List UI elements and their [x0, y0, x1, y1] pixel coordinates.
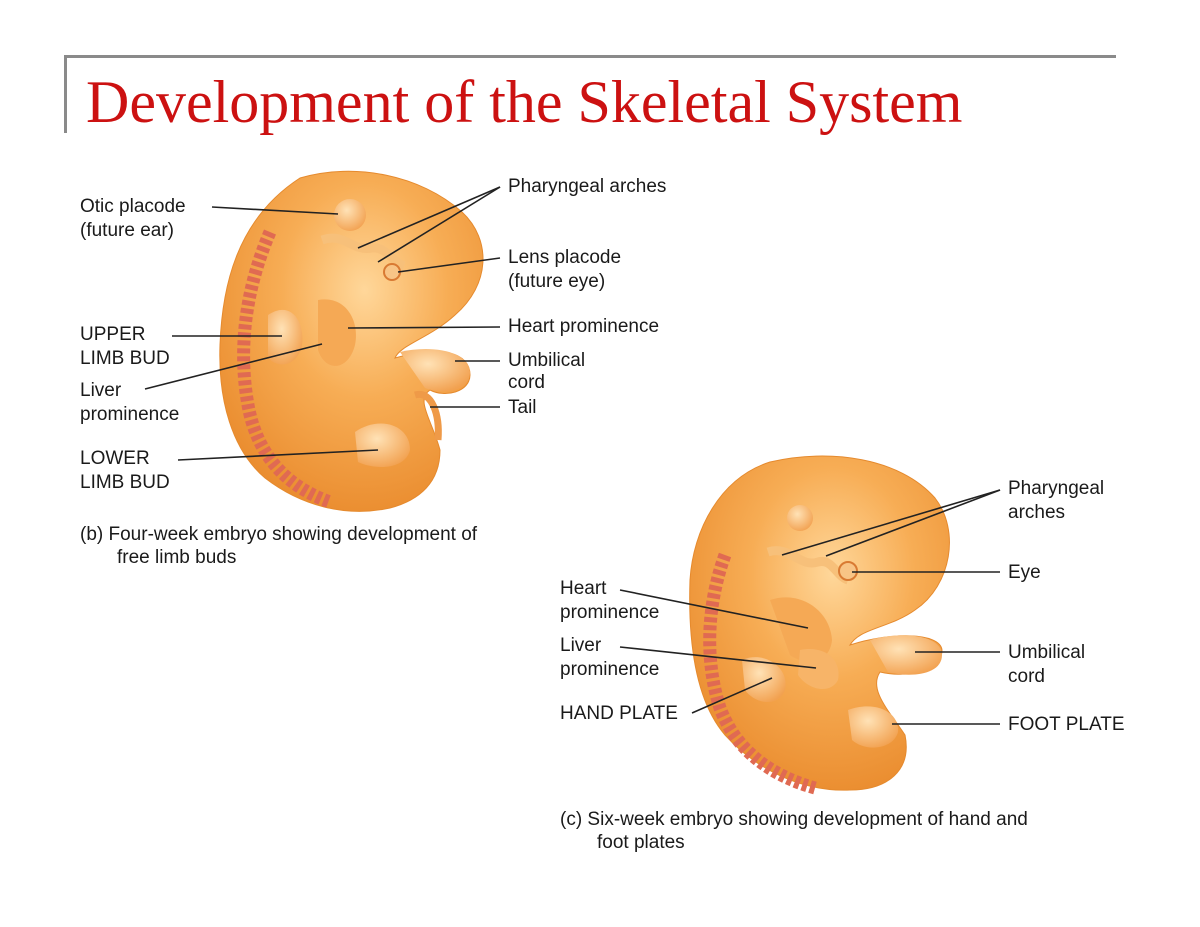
label-hand-plate: HAND PLATE: [560, 703, 678, 724]
umbilical-cord-shape: [400, 349, 470, 392]
label-liver-prominence-6wk: Liver prominence: [560, 634, 659, 682]
pharyngeal-arches-shape: [320, 233, 406, 271]
four-week-somites: [237, 229, 333, 509]
label-foot-plate: FOOT PLATE: [1008, 714, 1125, 735]
label-otic-placode-line1: Otic placode: [80, 196, 186, 217]
caption-six-week-line2: foot plates: [597, 832, 685, 853]
label-liver-prominence-6wk-line1: Liver: [560, 635, 602, 656]
label-umbilical-cord-6wk-line2: cord: [1008, 666, 1045, 687]
label-liver-prominence-4wk-line1: Liver: [80, 380, 122, 401]
heart-prominence-shape: [318, 299, 356, 366]
title-rule-horizontal: [64, 55, 1116, 58]
caption-four-week: (b) Four-week embryo showing development…: [80, 523, 477, 569]
six-week-eye-shape: [838, 561, 858, 581]
label-otic-placode: Otic placode (future ear): [80, 195, 186, 243]
label-pharyngeal-arches-4wk: Pharyngeal arches: [508, 176, 667, 197]
label-heart-prominence-6wk: Heart prominence: [560, 577, 659, 625]
six-week-liver-shape: [798, 649, 839, 690]
otic-placode-bump: [334, 199, 366, 231]
label-otic-placode-line2: (future ear): [80, 220, 174, 241]
lens-placode-shape: [383, 263, 401, 281]
label-heart-prominence-6wk-line1: Heart: [560, 578, 607, 599]
label-eye: Eye: [1008, 562, 1041, 583]
label-heart-prominence-4wk: Heart prominence: [508, 316, 660, 337]
six-week-leader-lines: [619, 489, 1001, 725]
four-week-embryo: [219, 170, 484, 512]
label-upper-limb-bud-line2: LIMB BUD: [80, 348, 170, 369]
label-lower-limb-bud-line1: LOWER: [80, 448, 150, 469]
title-rule-vertical: [64, 55, 67, 133]
label-liver-prominence-4wk-line2: prominence: [80, 404, 180, 425]
slide-title: Development of the Skeletal System: [86, 69, 963, 135]
label-lower-limb-bud: LOWER LIMB BUD: [80, 447, 170, 495]
label-umbilical-cord-4wk-line1: Umbilical: [508, 350, 586, 371]
caption-six-week: (c) Six-week embryo showing development …: [560, 808, 1028, 854]
label-heart-prominence-6wk-line2: prominence: [560, 602, 660, 623]
four-week-leader-lines: [144, 186, 501, 461]
label-liver-prominence-4wk: Liver prominence: [80, 379, 179, 427]
label-lens-placode: Lens placode (future eye): [508, 246, 621, 294]
label-pharyngeal-arches-6wk: Pharyngeal arches: [1008, 477, 1104, 525]
label-umbilical-cord-4wk: Umbilical cord: [508, 350, 585, 394]
caption-four-week-line2: free limb buds: [117, 547, 237, 568]
label-pharyngeal-arches-6wk-line1: Pharyngeal: [1008, 478, 1105, 499]
label-lower-limb-bud-line2: LIMB BUD: [80, 472, 170, 493]
caption-six-week-line1: (c) Six-week embryo showing development …: [560, 809, 1028, 830]
six-week-heart-shape: [770, 597, 832, 662]
label-lens-placode-line1: Lens placode: [508, 247, 622, 268]
label-liver-prominence-6wk-line2: prominence: [560, 659, 660, 680]
foot-plate-shape: [848, 706, 899, 748]
label-umbilical-cord-6wk: Umbilical cord: [1008, 641, 1085, 689]
label-pharyngeal-arches-6wk-line2: arches: [1008, 502, 1066, 523]
label-umbilical-cord-6wk-line1: Umbilical: [1008, 642, 1086, 663]
six-week-somites: [703, 552, 817, 795]
hand-plate-shape: [742, 657, 786, 703]
six-week-umbilical-shape: [870, 635, 942, 675]
label-upper-limb-bud-line1: UPPER: [80, 324, 146, 345]
label-umbilical-cord-4wk-line2: cord: [508, 372, 545, 393]
six-week-ear-bump: [787, 505, 813, 531]
label-lens-placode-line2: (future eye): [508, 271, 606, 292]
label-tail: Tail: [508, 397, 537, 418]
six-week-embryo: [689, 455, 950, 795]
caption-four-week-line1: (b) Four-week embryo showing development…: [80, 524, 478, 545]
lower-limb-bud-shape: [355, 423, 410, 467]
label-upper-limb-bud: UPPER LIMB BUD: [80, 323, 170, 371]
